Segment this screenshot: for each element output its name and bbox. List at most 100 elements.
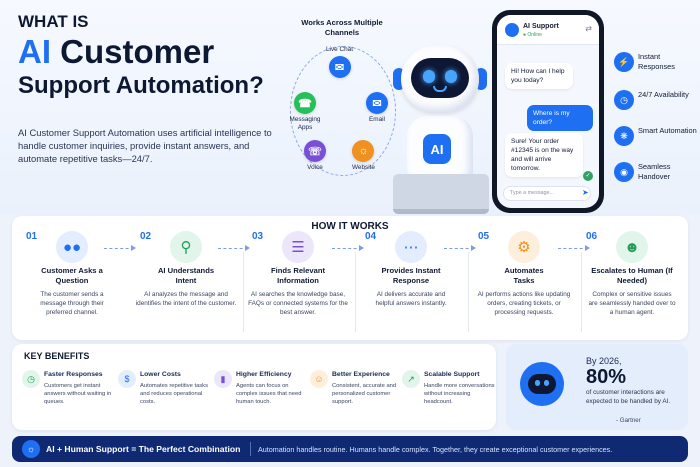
key-benefits-title: KEY BENEFITS: [24, 351, 90, 361]
growth-chart-icon: ↗: [402, 370, 420, 388]
whatsapp-icon: ☎: [294, 92, 316, 114]
chat-input[interactable]: Type a message...: [503, 186, 591, 201]
agent-avatar: [505, 23, 519, 37]
how-it-works-title: HOW IT WORKS: [311, 221, 389, 232]
step-description: AI delivers accurate and helpful answers…: [375, 291, 447, 307]
benefit-description: Customers get instant answers without wa…: [44, 383, 112, 406]
lightning-icon: ⚡: [614, 52, 634, 72]
clock-icon: ◷: [614, 90, 634, 110]
agent-name: AI Support: [523, 23, 559, 30]
step-title: Provides Instant Response: [381, 266, 441, 285]
banner-divider: [250, 442, 251, 456]
title-support-automation: Support Automation?: [18, 72, 264, 99]
step-05: 05 ⚙ Automates Tasks AI performs actions…: [468, 228, 580, 336]
step-number: 04: [365, 231, 377, 242]
banner-title: AI + Human Support = The Perfect Combina…: [46, 444, 241, 454]
flow-arrow: [444, 245, 476, 251]
robot-eye: [445, 70, 457, 83]
step-description: AI searches the knowledge base, FAQs or …: [248, 291, 348, 316]
chat-bubble-icon: ●●: [56, 231, 88, 263]
robot-eye: [535, 380, 540, 386]
agent-status-text: Online: [527, 32, 542, 38]
step-title: Automates Tasks: [504, 266, 544, 285]
lightbulb-icon: ☼: [22, 440, 40, 458]
feature-label: Instant Responses: [638, 52, 675, 71]
laptop-icon: [393, 174, 489, 214]
step-06: 06 ☻ Escalates to Human (If Needed) Comp…: [576, 228, 688, 336]
benefit-description: Consistent, accurate and personalized cu…: [332, 383, 397, 406]
step-number: 06: [586, 231, 598, 242]
benefit-description: Agents can focus on complex issues that …: [236, 383, 302, 406]
smile-icon: ☺: [310, 370, 328, 388]
robot-mouth: [433, 86, 447, 92]
benefit-description: Handle more conversations without increa…: [424, 383, 495, 406]
step-number: 02: [140, 231, 152, 242]
channel-label: Email: [369, 116, 385, 123]
robot-headset-icon: [520, 362, 564, 406]
step-divider: [468, 252, 469, 332]
channel-label: Live Chat: [326, 46, 353, 53]
benefit-title: Lower Costs: [140, 371, 181, 378]
dollar-down-icon: $: [118, 370, 136, 388]
key-benefits-panel: KEY BENEFITS ◷ Faster Responses Customer…: [12, 344, 496, 430]
send-icon[interactable]: ➤: [582, 188, 589, 197]
step-title: Escalates to Human (If Needed): [591, 266, 673, 285]
benefit-description: Automates repetitive tasks and reduces o…: [140, 383, 208, 406]
title-main: AI Customer: [18, 34, 214, 70]
benefit-title: Faster Responses: [44, 371, 103, 378]
step-number: 01: [26, 231, 38, 242]
robot-face: [528, 374, 556, 394]
stat-source: - Gartner: [616, 417, 641, 424]
chat-message-bot: Sure! Your order #12345 is on the way an…: [505, 133, 583, 177]
title-what-is: WHAT IS: [18, 12, 89, 31]
reply-bubble-icon: ⋯: [395, 231, 427, 263]
step-number: 03: [252, 231, 264, 242]
check-icon: ✓: [583, 171, 593, 181]
channel-live-chat: Live Chat ✉: [326, 46, 353, 78]
robot-eye: [423, 70, 435, 83]
expand-icon[interactable]: ⇄: [585, 24, 592, 33]
database-icon: ☰: [282, 231, 314, 263]
flow-arrow: [332, 245, 364, 251]
robot-illustration: AI: [385, 40, 505, 215]
robot-eye: [544, 380, 549, 386]
title-ai: AI: [18, 33, 51, 70]
step-02: 02 ⚲ AI Understands Intent AI analyzes t…: [130, 228, 242, 336]
bar-chart-icon: ▮: [214, 370, 232, 388]
feature-instant-responses: ⚡ Instant Responses: [614, 52, 698, 72]
brain-icon: ❋: [614, 126, 634, 146]
feature-availability: ◷ 24/7 Availability: [614, 90, 698, 110]
step-description: The customer sends a message through the…: [40, 291, 104, 316]
chat-header: AI Support ● Online ⇄: [497, 15, 599, 45]
step-number: 05: [478, 231, 490, 242]
flow-arrow: [104, 245, 136, 251]
magnifier-icon: ⚲: [170, 231, 202, 263]
bottom-banner: ☼ AI + Human Support = The Perfect Combi…: [12, 436, 688, 462]
channels-title: Works Across Multiple Channels: [301, 18, 383, 37]
robot-head: [401, 46, 479, 112]
person-icon: ☻: [616, 231, 648, 263]
step-divider: [243, 252, 244, 332]
gear-icon: ⚙: [508, 231, 540, 263]
stat-card: By 2026, 80% of customer interactions ar…: [506, 344, 688, 430]
channel-label: Voice: [307, 164, 323, 171]
benefit-title: Better Experience: [332, 371, 390, 378]
stopwatch-icon: ◷: [22, 370, 40, 388]
stat-percentage: 80%: [586, 366, 627, 388]
step-01: 01 ●● Customer Asks a Question The custo…: [16, 228, 128, 336]
channel-messaging-apps: ☎ Messaging Apps: [288, 92, 322, 132]
title-customer: Customer: [51, 33, 215, 70]
step-03: 03 ☰ Finds Relevant Information AI searc…: [242, 228, 354, 336]
benefit-title: Higher Efficiency: [236, 371, 292, 378]
feature-label: 24/7 Availability: [638, 90, 689, 99]
feature-label: Smart Automation: [638, 126, 697, 135]
step-description: AI performs actions like updating orders…: [477, 291, 571, 316]
step-description: Complex or sensitive issues are seamless…: [588, 291, 676, 316]
channels-orbit: [290, 46, 396, 176]
banner-description: Automation handles routine. Humans handl…: [258, 445, 613, 454]
feature-label: Seamless Handover: [638, 162, 671, 181]
feature-smart-automation: ❋ Smart Automation: [614, 126, 698, 146]
chat-message-user: Where is my order?: [527, 105, 593, 131]
step-title: AI Understands Intent: [157, 266, 215, 285]
stat-description: of customer interactions are expected to…: [586, 389, 671, 405]
